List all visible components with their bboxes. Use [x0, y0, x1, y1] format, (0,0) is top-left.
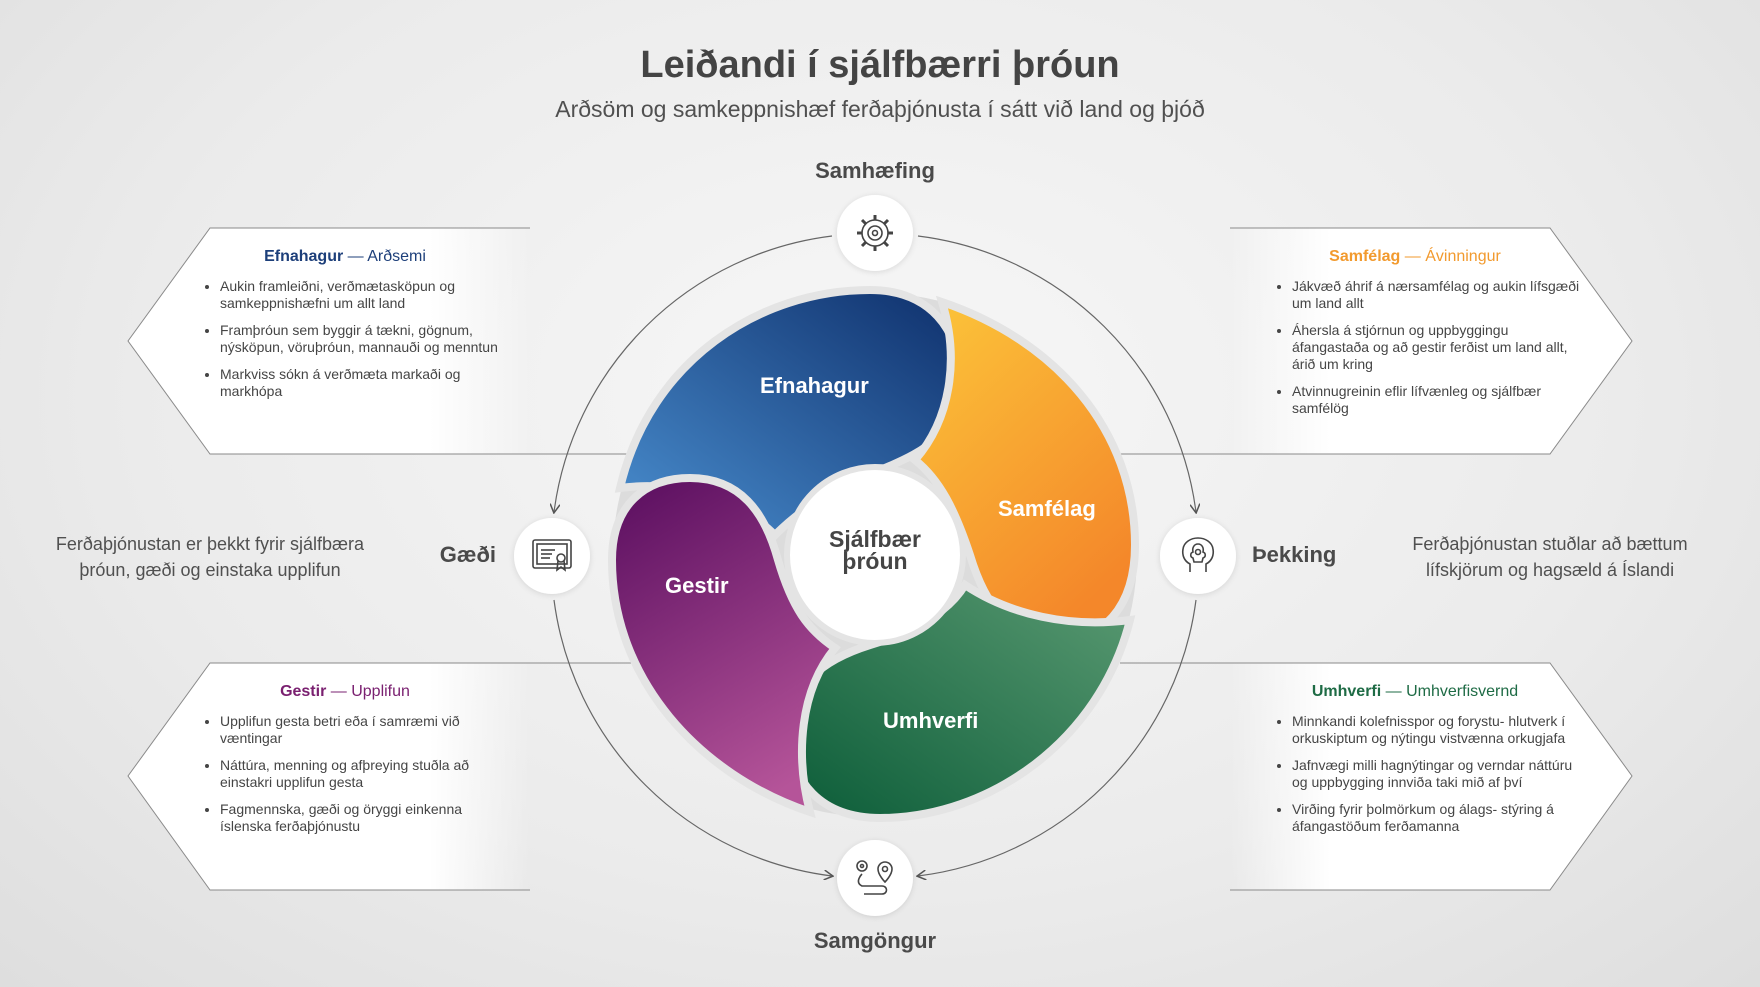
center-label-line1: Sjálfbær [828, 526, 922, 552]
list-item: Náttúra, menning og afþreying stuðla að … [220, 757, 510, 791]
card-list-top-left: Aukin framleiðni, verðmætasköpun og samk… [202, 278, 510, 410]
node-circle-bottom [837, 840, 913, 916]
petal-label-gestir: Gestir [665, 573, 729, 598]
list-item: Aukin framleiðni, verðmætasköpun og samk… [220, 278, 510, 312]
card-list-bottom-left: Upplifun gesta betri eða í samræmi við v… [202, 713, 510, 845]
card-list-bottom-right: Minnkandi kolefnisspor og forystu- hlutv… [1274, 713, 1582, 845]
petal-label-samfelag: Samfélag [998, 496, 1096, 521]
page-title: Leiðandi í sjálfbærri þróun [640, 44, 1120, 86]
card-subtitle-bottom-left: — Upplifun [330, 683, 410, 700]
list-item: Áhersla á stjórnun og uppbyggingu áfanga… [1292, 322, 1582, 373]
card-subtitle-bottom-right: — Umhverfisvernd [1385, 683, 1519, 700]
arrow-right-to-bottom [918, 599, 1197, 876]
petal-label-efnahagur: Efnahagur [760, 373, 869, 398]
list-item: Framþróun sem byggir á tækni, gögnum, ný… [220, 322, 510, 356]
card-subtitle-top-left: — Arðsemi [347, 248, 426, 265]
card-subtitle-text-bottom-right: Umhverfisvernd [1406, 683, 1519, 700]
center-label-line2: þróun [842, 548, 908, 574]
list-item: Upplifun gesta betri eða í samræmi við v… [220, 713, 510, 747]
center-circle [784, 464, 966, 646]
list-item: Fagmennska, gæði og öryggi einkenna ísle… [220, 801, 510, 835]
arrow-top-to-left [554, 235, 833, 512]
card-shape-bottom-right [1120, 662, 1633, 891]
card-shape-top-left [127, 227, 640, 455]
route-pin-icon [837, 840, 913, 916]
card-shape-bottom-left [127, 662, 640, 891]
card-heading-bottom-right: Umhverfi — Umhverfisvernd [1270, 683, 1560, 701]
arrow-left-to-bottom [553, 599, 832, 876]
card-title-bottom-right: Umhverfi [1311, 683, 1382, 700]
list-item: Minnkandi kolefnisspor og forystu- hlutv… [1292, 713, 1582, 747]
list-item: Virðing fyrir þolmörkum og álags- stýrin… [1292, 801, 1582, 835]
node-label-bottom: Samgöngur [813, 928, 937, 953]
list-item: Jákvæð áhrif á nærsamfélag og aukin lífs… [1292, 278, 1582, 312]
center-label: Sjálfbær þróun [797, 526, 953, 574]
card-subtitle-text-top-left: Arðsemi [367, 248, 426, 265]
card-title-top-right: Samfélag [1329, 248, 1401, 265]
arrow-top-to-right [917, 235, 1196, 512]
side-text-left: Ferðaþjónustan er þekkt fyrir sjálfbæra … [55, 534, 365, 580]
card-subtitle-text-bottom-left: Upplifun [351, 683, 410, 700]
side-text-right: Ferðaþjónustan stuðlar að bættum lífskjö… [1412, 534, 1688, 580]
head-profile-icon [1160, 518, 1236, 594]
node-label-top: Samhæfing [815, 158, 935, 183]
card-title-top-left: Efnahagur [264, 248, 344, 265]
certificate-icon [514, 518, 590, 594]
card-shape-top-right [1120, 227, 1633, 455]
card-heading-top-right: Samfélag — Ávinningur [1270, 248, 1560, 266]
card-heading-bottom-left: Gestir — Upplifun [200, 683, 490, 701]
gear-target-icon [837, 195, 913, 271]
node-circle-left [514, 518, 590, 594]
list-item: Atvinnugreinin eflir lífvænleg og sjálfb… [1292, 383, 1582, 417]
node-label-left: Gæði [439, 542, 496, 567]
page-subtitle: Arðsöm og samkeppnishæf ferðaþjónusta í … [555, 96, 1205, 122]
petal-label-umhverfi: Umhverfi [883, 708, 979, 733]
node-circle-top [837, 195, 913, 271]
node-label-right: Þekking [1252, 542, 1337, 567]
card-title-bottom-left: Gestir [280, 683, 327, 700]
card-subtitle-top-right: — Ávinningur [1404, 248, 1501, 265]
list-item: Jafnvægi milli hagnýtingar og verndar ná… [1292, 757, 1582, 791]
petal-gestir [607, 473, 841, 819]
card-list-top-right: Jákvæð áhrif á nærsamfélag og aukin lífs… [1274, 278, 1582, 427]
card-subtitle-text-top-right: Ávinningur [1425, 248, 1501, 265]
list-item: Markviss sókn á verðmæta markaði og mark… [220, 366, 510, 400]
node-circle-right [1160, 518, 1236, 594]
cycle-arrows [553, 235, 1197, 876]
card-heading-top-left: Efnahagur — Arðsemi [200, 248, 490, 266]
